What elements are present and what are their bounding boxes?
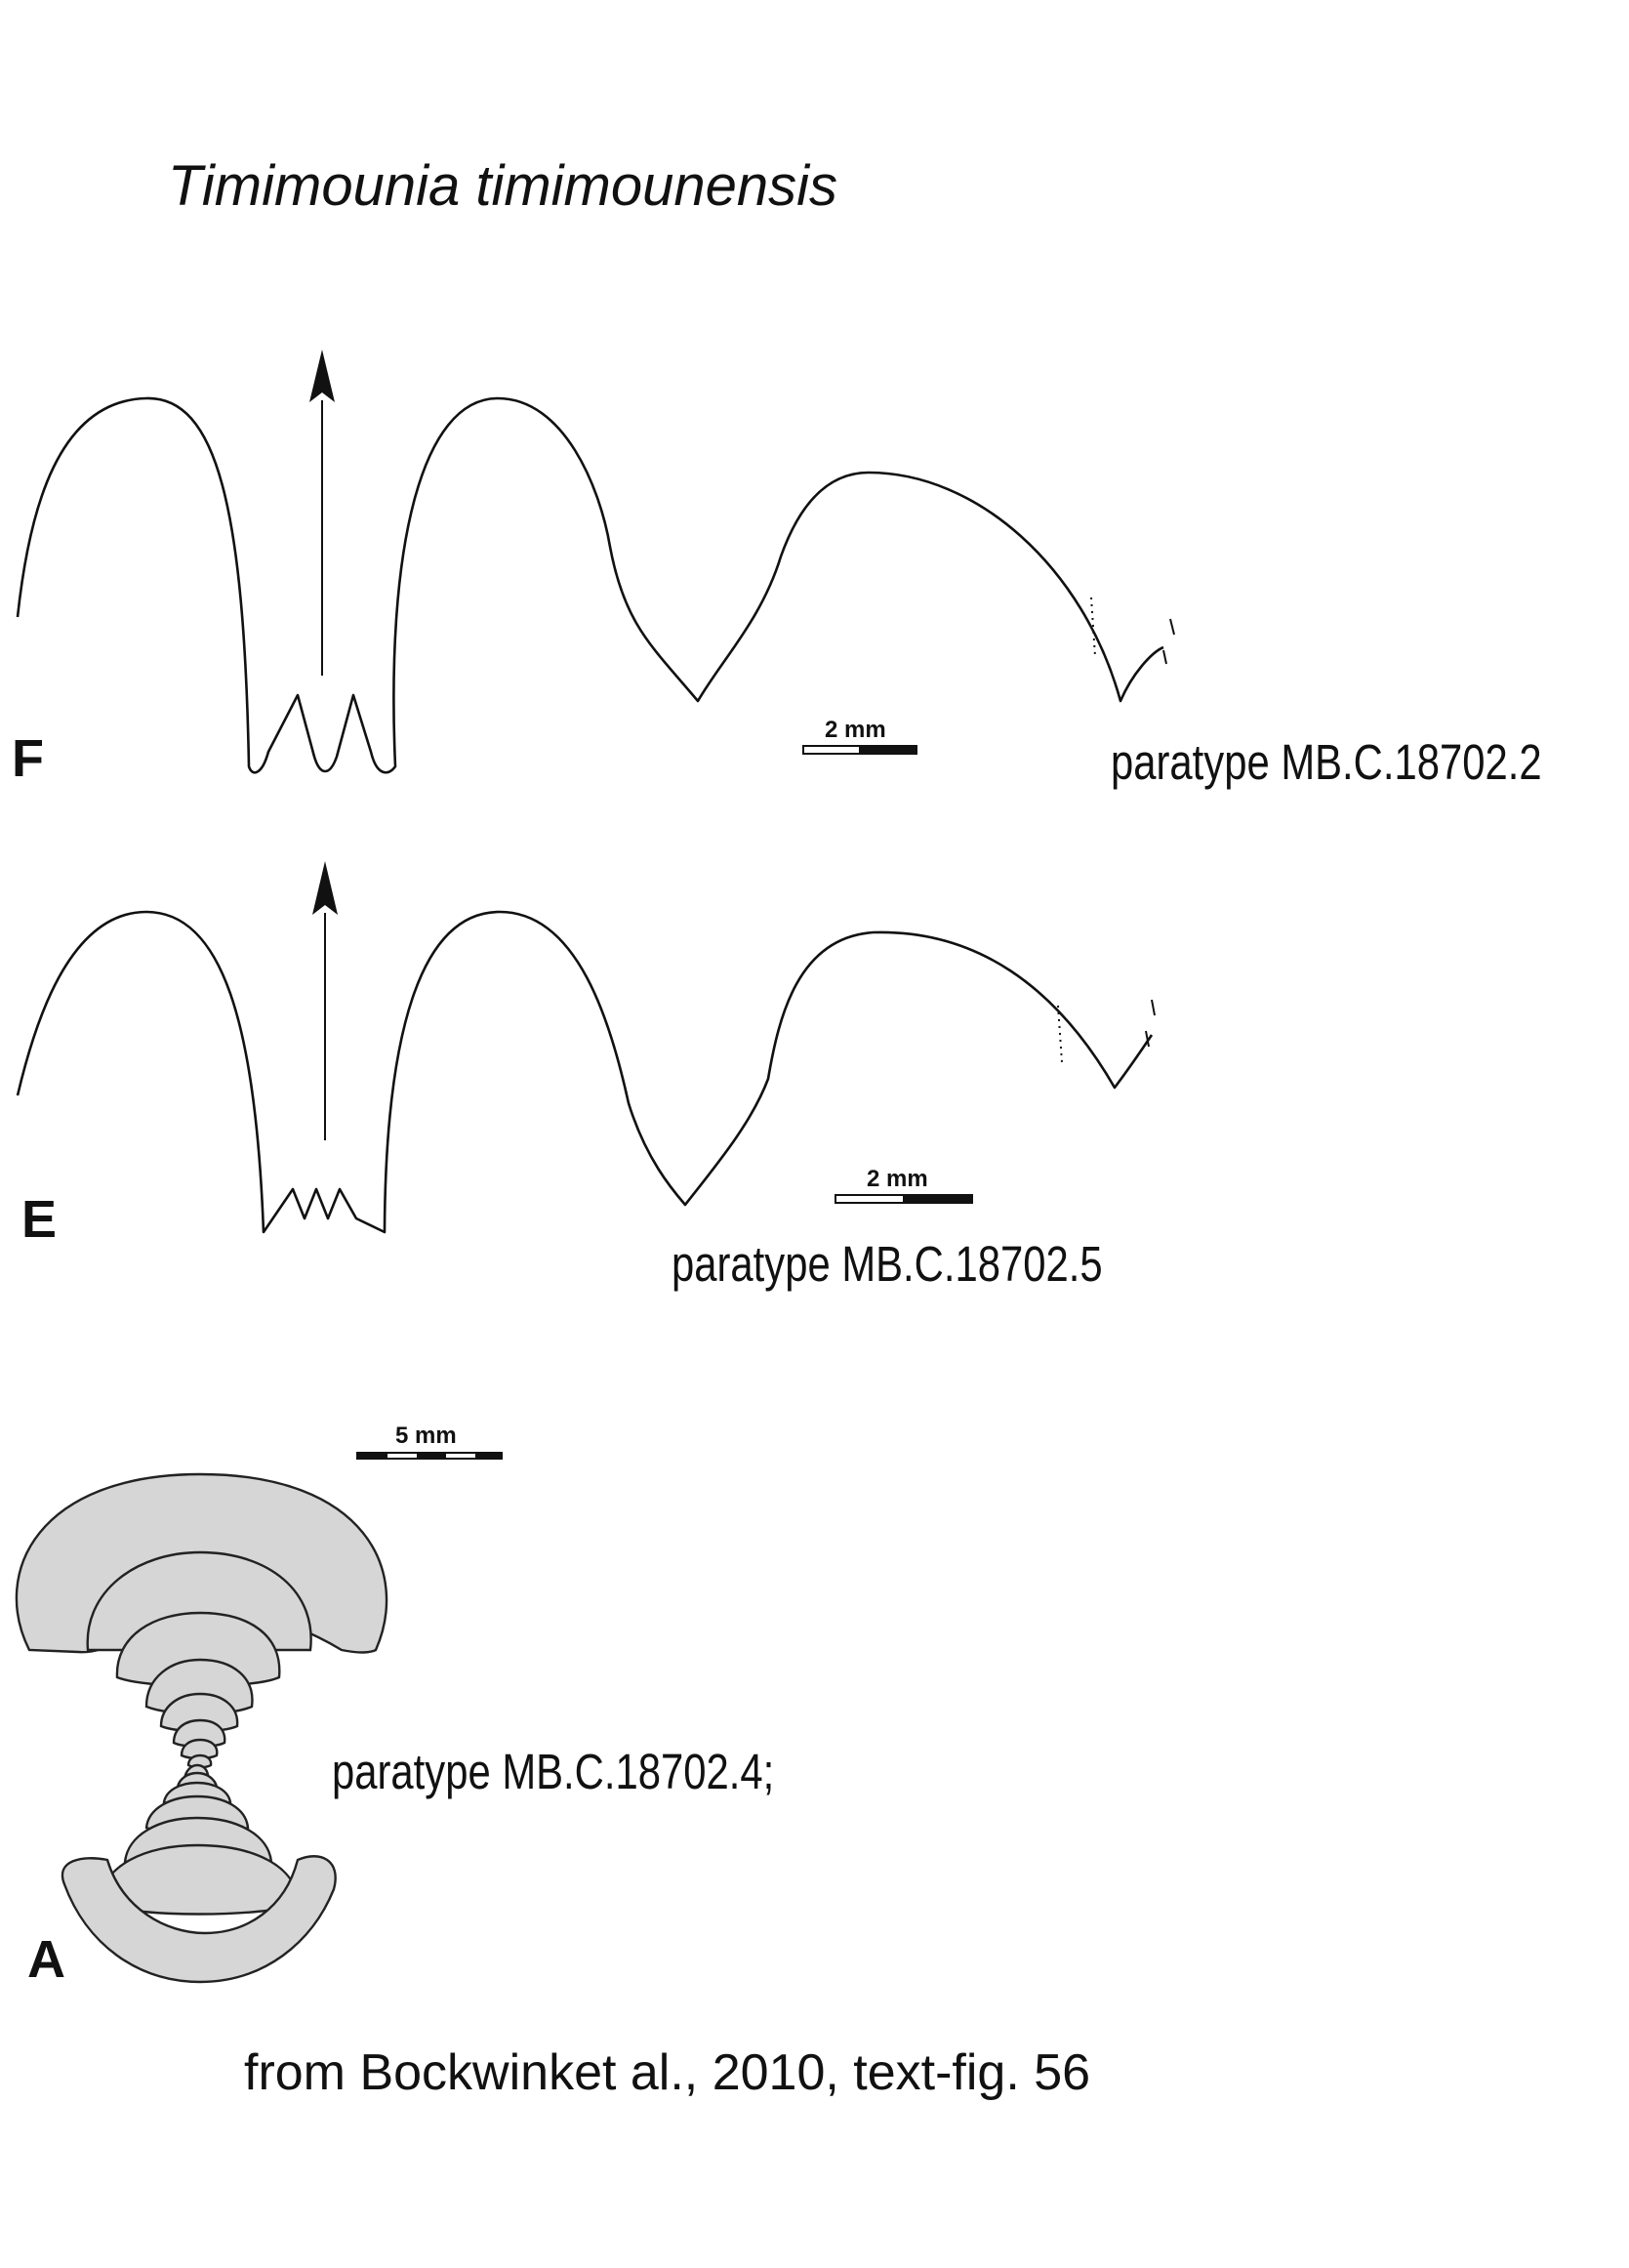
scale-segment-black — [859, 745, 917, 755]
suture-line-e — [16, 910, 1154, 1234]
shell-cross-section-lower — [61, 1763, 337, 1984]
suture-line-f — [16, 396, 1164, 774]
dotted-mark-f — [1090, 597, 1096, 657]
panel-f: 2 mm F paratype MB.C.18702.2 — [12, 350, 1542, 790]
panel-letter-e: E — [21, 1190, 57, 1249]
whorl-outer-lower — [61, 1855, 337, 1984]
panel-a: 5 mm A paratype MB.C.18702.4 — [15, 1423, 774, 1989]
tick-marks-f — [1162, 618, 1175, 665]
figure-title: Timimounia timimounensis — [168, 154, 837, 218]
scale-segment-white — [835, 1194, 905, 1204]
scale-segment-white — [802, 745, 861, 755]
panel-e: 2 mm E paratype MB.C.18702.5 — [16, 861, 1156, 1292]
scale-segment-black — [903, 1194, 973, 1204]
scale-bar-a: 5 mm — [356, 1423, 503, 1460]
scale-gap — [446, 1454, 475, 1458]
specimen-label-e: paratype MB.C.18702.5 — [672, 1236, 1103, 1292]
specimen-label-a: paratype MB.C.18702.4; — [332, 1744, 774, 1799]
arrow-head-e — [312, 861, 338, 915]
scale-gap — [387, 1454, 417, 1458]
scale-label-a: 5 mm — [395, 1423, 457, 1449]
panel-letter-f: F — [12, 729, 44, 788]
figure-caption: from Bockwinket al., 2010, text-fig. 56 — [244, 2044, 1090, 2101]
dotted-mark-e — [1057, 1005, 1063, 1063]
scale-label-f: 2 mm — [825, 717, 886, 743]
scale-label-e: 2 mm — [867, 1166, 928, 1192]
arrow-head-f — [309, 350, 335, 402]
scale-bar-body — [356, 1452, 503, 1460]
whorl-14 — [98, 1843, 301, 1916]
scale-bar-f: 2 mm — [802, 717, 917, 755]
tick-marks-e — [1145, 999, 1156, 1048]
specimen-label-f: paratype MB.C.18702.2 — [1111, 734, 1542, 790]
scale-bar-e: 2 mm — [835, 1166, 973, 1204]
shell-cross-section-upper — [15, 1472, 388, 1769]
panel-letter-a: A — [27, 1930, 65, 1989]
